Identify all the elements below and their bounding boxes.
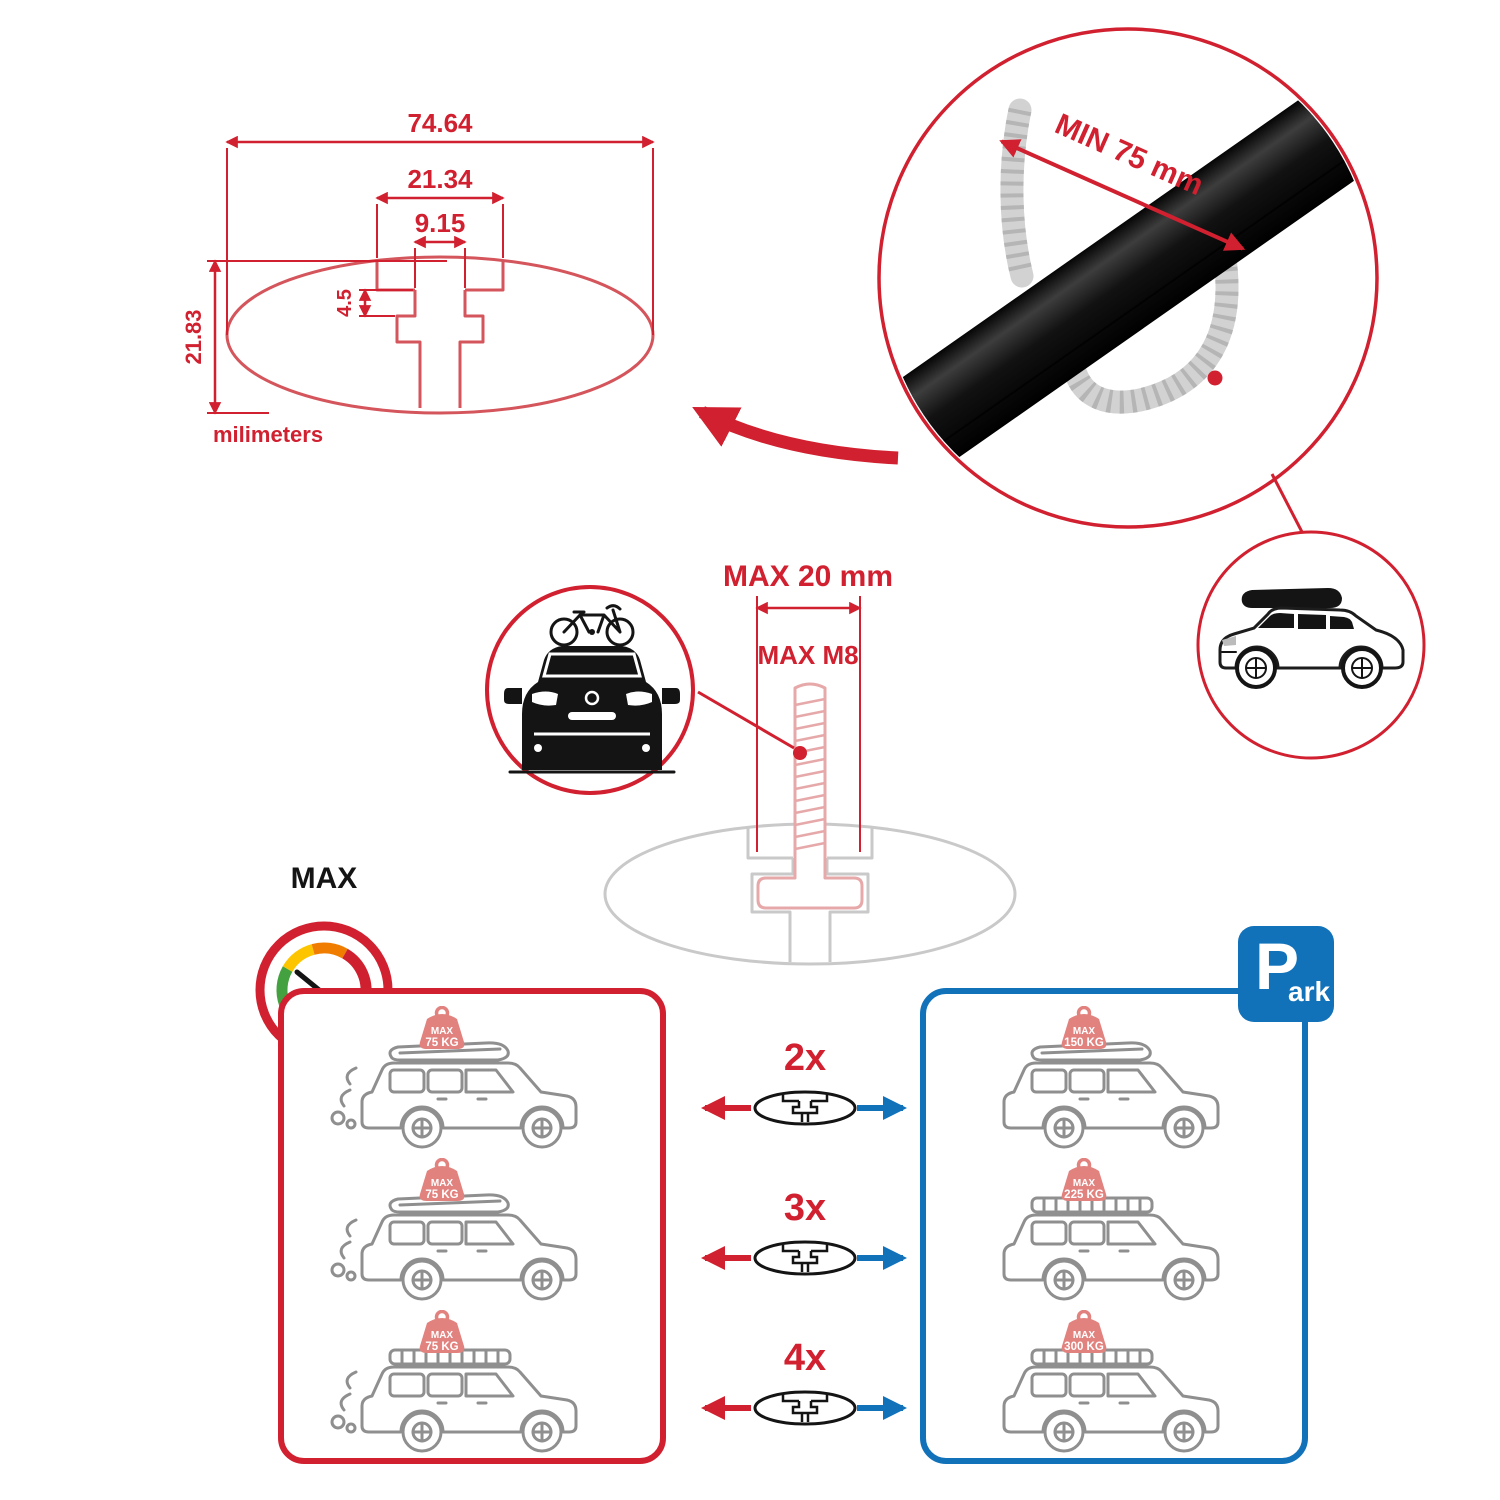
crossbar-cross-section-dimension-diagram: 74.64 21.34 9.15 4.5 21.83 milimeters [181, 108, 655, 447]
side-mirror [662, 688, 680, 704]
total-width-value: 74.64 [407, 108, 473, 138]
profile-ellipse [225, 255, 655, 415]
max-load-badge: MAX 75 KG [418, 1158, 466, 1203]
parking-sign-icon: P ark [1238, 926, 1334, 1022]
crossbar-profile-icon [753, 1240, 857, 1276]
callout-dot [793, 746, 807, 760]
badge-title: MAX [431, 1178, 454, 1189]
crossbar-profile-icon [753, 1090, 857, 1126]
car-with-bike-circle [485, 585, 695, 795]
slot-width-extension-lines [414, 248, 466, 288]
bolt-t-head [756, 852, 864, 910]
crossbar-3d-detail-circle: MIN 75 mm [877, 27, 1379, 529]
car-front-icon [504, 646, 680, 774]
badge-value: 75 KG [425, 1341, 458, 1353]
max-load-badge: MAX 75 KG [418, 1310, 466, 1355]
parking-sign-suffix: ark [1288, 976, 1331, 1007]
parking-sign-letter: P [1255, 929, 1300, 1003]
car-side-icon [360, 1365, 578, 1453]
total-width-extension-lines [226, 148, 654, 335]
badge-value: 300 KG [1064, 1341, 1104, 1353]
badge-value: 150 KG [1064, 1037, 1104, 1049]
bolt-threads [794, 697, 826, 851]
max-load-badge: MAX 300 KG [1060, 1310, 1108, 1355]
option-row-2-bars: 2x [701, 1037, 907, 1126]
max-load-badge: MAX 150 KG [1060, 1006, 1108, 1051]
parked-load-panel: MAX 150 KG MAX 225 KG MAX 300 KG [920, 988, 1308, 1464]
option-row-3-bars: 3x [701, 1187, 907, 1276]
parked-car-row-2: MAX 225 KG [1002, 1158, 1220, 1301]
suv-with-roofbox-icon [1218, 588, 1405, 689]
total-height-extension-lines [207, 260, 447, 414]
bar-count-label: 2x [784, 1037, 826, 1079]
channel-width-value: 21.34 [407, 164, 473, 194]
car-side-icon [1002, 1213, 1220, 1301]
min-spacing-arrow [999, 139, 1246, 251]
car-side-icon [360, 1061, 578, 1149]
crossbar-profile-drawing [225, 255, 655, 415]
bolt-shaft-outline [793, 682, 827, 856]
driving-car-row-2: MAX 75 KG [330, 1158, 578, 1301]
speed-limit-title: MAX [290, 862, 358, 895]
parked-car-row-1: MAX 150 KG [1002, 1006, 1220, 1149]
badge-value: 75 KG [425, 1189, 458, 1201]
bolt-max-width-label: MAX 20 mm [723, 560, 893, 593]
slot-width-value: 9.15 [415, 208, 466, 238]
bike-icon [549, 604, 635, 647]
suv-with-roofbox-circle [1196, 530, 1426, 760]
clamp-rod-right-icon [1064, 220, 1239, 414]
driving-load-panel: MAX 75 KG MAX 75 KG MAX 75 KG [278, 988, 666, 1464]
side-mirror [504, 688, 522, 704]
max-load-badge: MAX 225 KG [1060, 1158, 1108, 1203]
max-load-badge: MAX 75 KG [418, 1006, 466, 1051]
lip-depth-extension-lines [359, 289, 413, 317]
badge-value: 75 KG [425, 1037, 458, 1049]
badge-title: MAX [431, 1330, 454, 1341]
channel-width-extension-lines [376, 204, 504, 258]
grille [568, 712, 616, 720]
headlight [532, 691, 558, 706]
clamp-rod-left-icon [1000, 98, 1034, 288]
bar-count-label: 4x [784, 1337, 826, 1379]
bolt-dimension-diagram: MAX 20 mm MAX M8 [603, 560, 1017, 966]
units-label: milimeters [213, 422, 323, 447]
badge-title: MAX [1073, 1178, 1096, 1189]
emblem [584, 690, 600, 706]
profile-t-slot [395, 290, 485, 408]
headlight [1222, 636, 1236, 646]
crossbar-profile-icon [753, 1390, 857, 1426]
profile-channel-walls [375, 261, 505, 292]
driving-car-row-1: MAX 75 KG [330, 1006, 578, 1149]
badge-title: MAX [1073, 1330, 1096, 1341]
windshield [542, 652, 642, 678]
headlight [626, 691, 652, 706]
badge-title: MAX [1073, 1026, 1096, 1037]
callout-dot [1207, 370, 1223, 386]
car-side-icon [360, 1213, 578, 1301]
bolt-thread-label: MAX M8 [757, 640, 858, 670]
roof-box-icon [1241, 588, 1342, 608]
car-side-icon [1002, 1061, 1220, 1149]
motion-swish-icon [330, 1370, 358, 1434]
badge-title: MAX [431, 1026, 454, 1037]
total-height-value: 21.83 [181, 309, 206, 364]
motion-swish-icon [330, 1218, 358, 1282]
option-row-4-bars: 4x [701, 1337, 907, 1426]
driving-car-row-3: MAX 75 KG [330, 1310, 578, 1453]
lip-depth-value: 4.5 [334, 289, 356, 317]
car-side-icon [1002, 1365, 1220, 1453]
bar-count-label: 3x [784, 1187, 826, 1229]
badge-value: 225 KG [1064, 1189, 1104, 1201]
motion-swish-icon [330, 1066, 358, 1130]
parked-car-row-3: MAX 300 KG [1002, 1310, 1220, 1453]
threaded-bolt-icon [756, 682, 864, 910]
